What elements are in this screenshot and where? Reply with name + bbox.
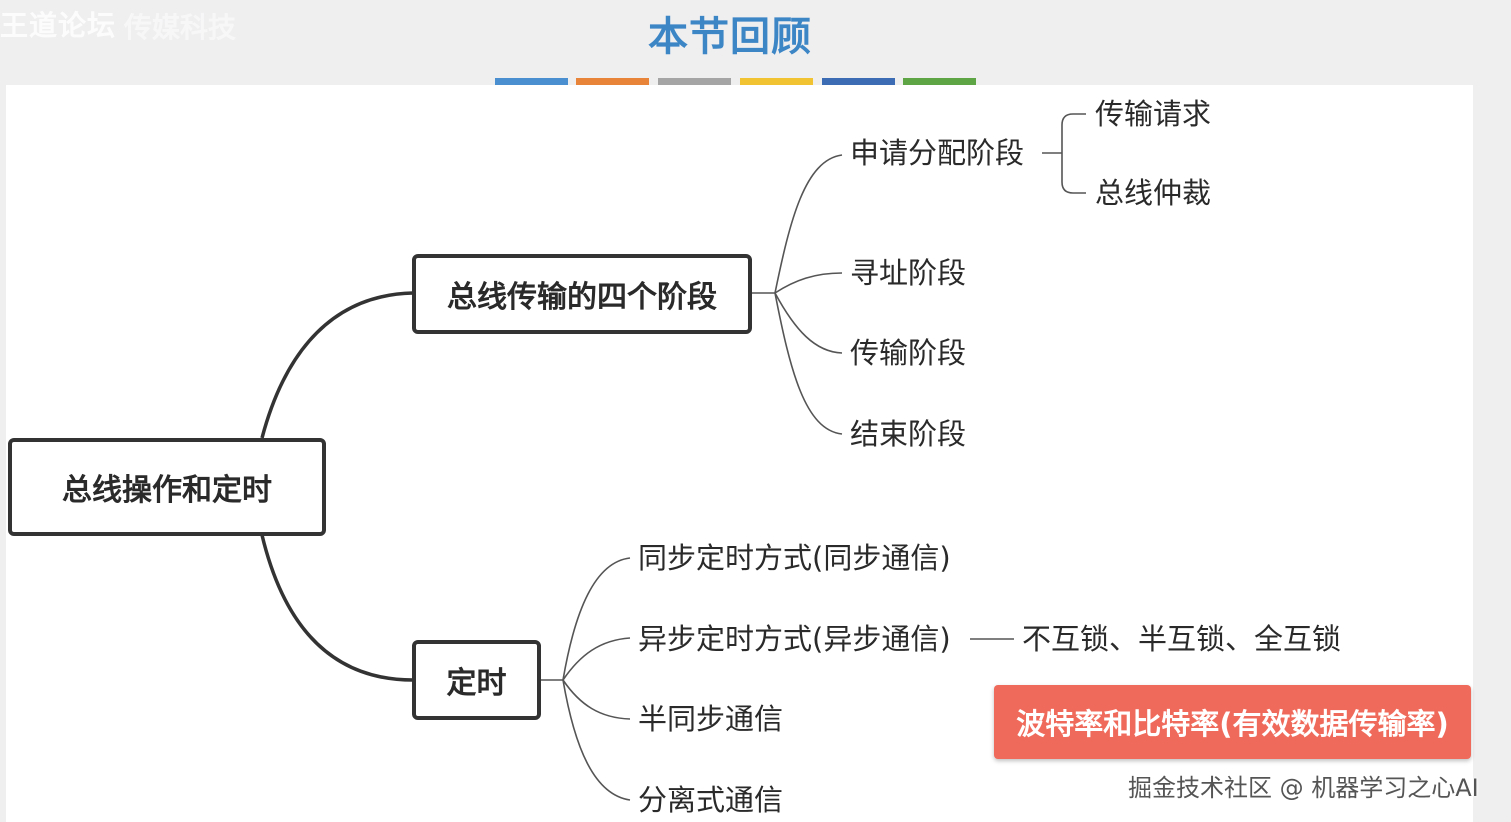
color-bar-orange — [576, 78, 649, 85]
leaf-asynchronous-timing: 异步定时方式(异步通信) — [638, 622, 951, 656]
leaf-addressing-phase: 寻址阶段 — [850, 256, 967, 290]
leaf-async-interlock-types: 不互锁、半互锁、全互锁 — [1022, 622, 1342, 656]
leaf-transfer-request: 传输请求 — [1095, 97, 1212, 131]
leaf-bus-arbitration: 总线仲裁 — [1095, 176, 1212, 210]
slide-title: 本节回顾 — [648, 13, 812, 60]
branch-node-timing: 定时 — [412, 640, 541, 720]
color-bar-gray — [658, 78, 731, 85]
branch-node-timing-label: 定时 — [446, 666, 507, 701]
root-node: 总线操作和定时 — [8, 438, 326, 536]
watermark-logo-text: 王道论坛 — [0, 9, 117, 42]
branch-node-transfer-phases-label: 总线传输的四个阶段 — [447, 280, 717, 315]
highlight-baud-bit-rate: 波特率和比特率(有效数据传输率) — [994, 685, 1471, 759]
header-band — [0, 0, 1511, 84]
branch-node-transfer-phases: 总线传输的四个阶段 — [412, 254, 752, 334]
leaf-semi-synchronous: 半同步通信 — [638, 702, 784, 736]
highlight-baud-bit-rate-label: 波特率和比特率(有效数据传输率) — [1016, 707, 1449, 741]
watermark-logo-text-secondary: 传媒科技 — [124, 11, 237, 44]
leaf-end-phase: 结束阶段 — [850, 417, 967, 451]
leaf-transmission-phase: 传输阶段 — [850, 336, 967, 370]
color-bar-blue — [495, 78, 568, 85]
watermark-bottom: 掘金技术社区 @ 机器学习之心AI — [1128, 774, 1479, 802]
color-bar-yellow — [740, 78, 813, 85]
leaf-request-allocation-phase: 申请分配阶段 — [850, 136, 1025, 170]
color-bar-darkblue — [822, 78, 895, 85]
root-node-label: 总线操作和定时 — [62, 473, 272, 508]
leaf-synchronous-timing: 同步定时方式(同步通信) — [638, 541, 951, 575]
leaf-split-transaction: 分离式通信 — [638, 783, 784, 817]
color-bar-green — [903, 78, 976, 85]
